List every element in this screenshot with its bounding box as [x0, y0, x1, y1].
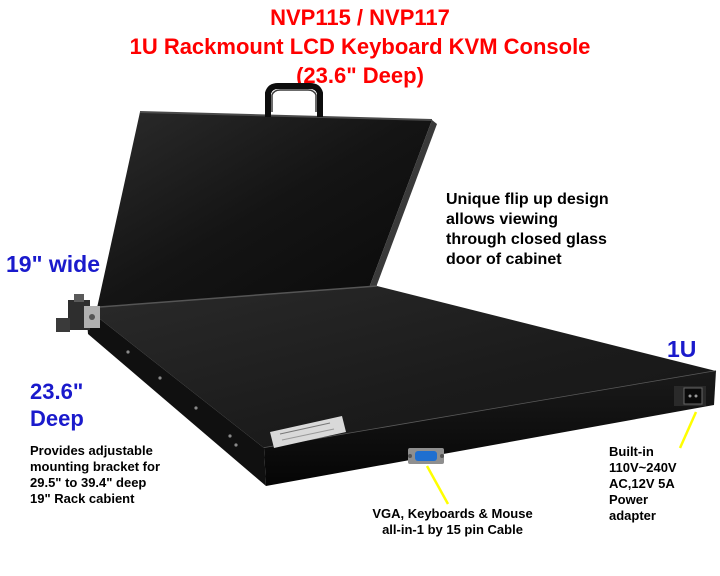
title-line-1: NVP115 / NVP117	[270, 5, 450, 30]
chassis-side	[86, 308, 266, 486]
lid-edge	[366, 120, 437, 298]
chassis-top	[86, 286, 716, 448]
vga-pointer-line	[425, 465, 450, 505]
bracket-note: Provides adjustable mounting bracket for…	[30, 443, 160, 507]
power-pointer-line	[678, 411, 698, 449]
power-adapter-note: Built-in 110V~240V AC,12V 5A Power adapt…	[609, 444, 677, 524]
flip-note-line: door of cabinet	[446, 251, 562, 268]
power-note-line: Built-in	[609, 444, 654, 459]
power-note-line: 110V~240V	[609, 460, 677, 475]
title-line-2: 1U Rackmount LCD Keyboard KVM Console	[129, 34, 591, 59]
flip-note-line: through closed glass	[446, 231, 607, 248]
sticker-text-line	[279, 422, 331, 435]
vga-note-line: all-in-1 by 15 pin Cable	[382, 522, 523, 537]
bracket-note-line: 29.5" to 39.4" deep	[30, 475, 147, 490]
title-line-3: (23.6" Deep)	[296, 63, 424, 88]
sticker-text-line	[281, 428, 335, 441]
bracket-note-line: mounting bracket for	[30, 459, 161, 474]
handle-icon	[265, 83, 323, 117]
vga-note-line: VGA, Keyboards & Mouse	[372, 506, 533, 521]
lid-top-edge	[139, 111, 433, 121]
width-label: 19" wide	[6, 251, 100, 277]
flip-note-line: Unique flip up design	[446, 191, 609, 208]
power-note-line: Power	[609, 492, 649, 507]
power-inlet-icon	[674, 386, 706, 406]
depth-label-word: Deep	[30, 406, 84, 431]
bracket-note-line: 19" Rack cabient	[30, 491, 135, 506]
mounting-bracket-icon	[56, 294, 100, 332]
height-label: 1U	[667, 336, 697, 362]
power-note-line: adapter	[609, 508, 656, 523]
flip-note-line: allows viewing	[446, 211, 559, 228]
bracket-note-line: Provides adjustable	[30, 443, 153, 458]
lcd-lid	[97, 112, 432, 308]
flip-design-note: Unique flip up design allows viewing thr…	[446, 190, 609, 270]
depth-label: 23.6" Deep	[30, 378, 84, 432]
depth-label-value: 23.6"	[30, 379, 84, 404]
chassis-back-edge	[85, 285, 378, 309]
vga-cable-note: VGA, Keyboards & Mouse all-in-1 by 15 pi…	[340, 506, 565, 538]
vga-connector-icon	[408, 448, 444, 464]
chassis-front	[264, 371, 716, 486]
side-screw-holes	[126, 350, 238, 447]
power-note-line: AC,12V 5A	[609, 476, 675, 491]
